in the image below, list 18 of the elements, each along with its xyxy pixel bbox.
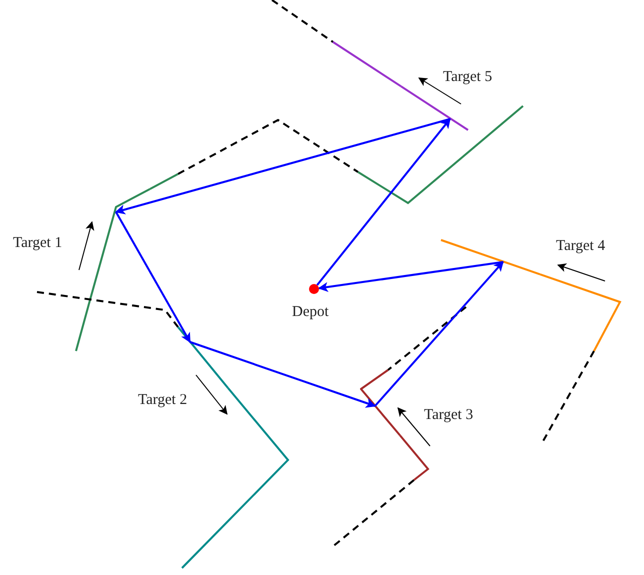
depot-label: Depot [292, 303, 329, 321]
target-label: Target 4 [556, 237, 606, 255]
target-path-segment [177, 326, 229, 389]
target-path-segment [89, 188, 150, 300]
target-path-segment [440, 239, 540, 276]
route-arrow [316, 118, 451, 286]
route-arrow [115, 212, 191, 343]
target-label: Target 2 [138, 391, 188, 409]
target-label: Target 5 [443, 68, 492, 86]
target-path-segment [400, 85, 469, 131]
depot-dot [309, 284, 319, 294]
route-arrow [318, 261, 504, 292]
route-arrow [374, 261, 504, 407]
route-arrow [115, 118, 450, 214]
target-label: Target 1 [13, 234, 62, 252]
route-arrow [190, 341, 376, 408]
target-path-segment [360, 369, 401, 436]
target-label: Target 3 [424, 406, 474, 424]
